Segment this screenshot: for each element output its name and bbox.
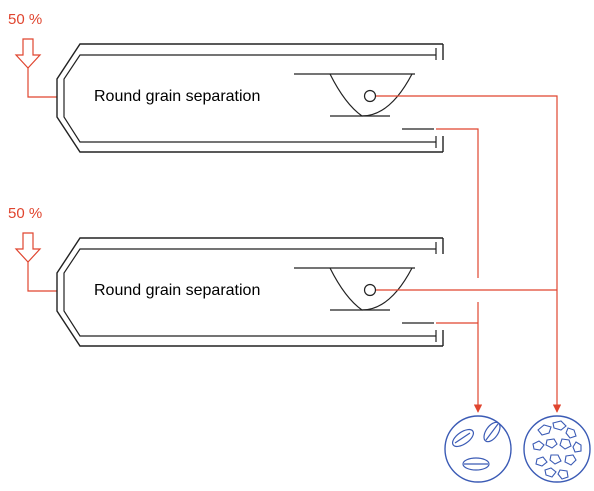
flow-lines — [376, 95, 562, 413]
machine-2-trough-outer — [56, 237, 443, 347]
long-grain-flow-line-1 — [436, 128, 479, 278]
machine-2-feed-line — [27, 262, 57, 292]
machine-2: 50 % Round grain separation — [8, 205, 444, 347]
machine-1-collector-pocket-icon — [294, 73, 415, 117]
machine-1-trough-outer — [56, 43, 443, 153]
machine-2-input-percent: 50 % — [8, 205, 42, 222]
machine-2-trough-inner — [63, 248, 436, 337]
machine-1-label: Round grain separation — [94, 88, 260, 105]
machine-1: 50 % Round grain separation — [8, 11, 444, 153]
output-long-grain — [444, 415, 512, 483]
machine-2-input-arrow-icon — [14, 232, 42, 263]
round-grain-flow-line-1 — [376, 95, 562, 413]
long-grain-kernels-icon — [444, 415, 512, 483]
machine-2-collector-pocket-icon — [294, 267, 415, 311]
machine-1-feed-line — [27, 68, 57, 98]
machine-1-trough-inner — [63, 54, 436, 143]
output-round-grain — [523, 415, 591, 483]
machine-1-input-percent: 50 % — [8, 11, 42, 28]
machine-1-input-arrow-icon — [14, 38, 42, 69]
round-grain-broken-kernels-icon — [523, 415, 591, 483]
machine-2-label: Round grain separation — [94, 282, 260, 299]
